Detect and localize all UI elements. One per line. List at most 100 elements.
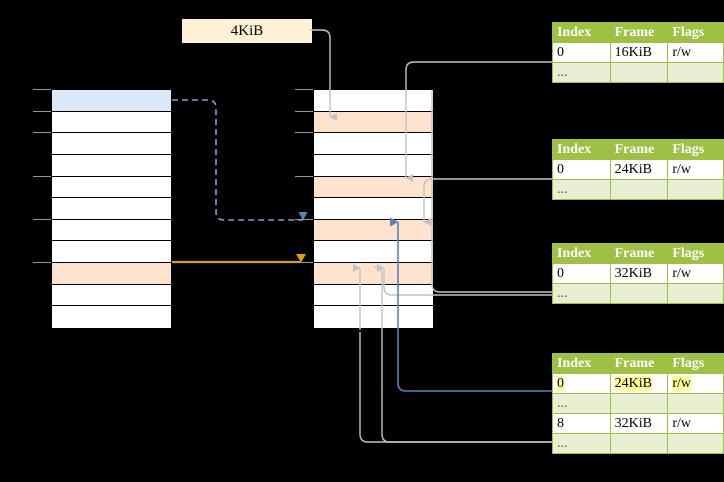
table-cell: r/w [667,263,724,284]
memory-tick [295,176,313,177]
table-cell [667,283,724,304]
table-cell [667,179,724,200]
memory-cell [314,241,433,263]
table-cell: 0 [552,373,611,394]
memory-tick [295,262,313,263]
table-cell: ... [552,433,611,454]
column-header-frame: Frame [609,353,669,374]
table-cell [609,393,669,414]
memory-cell [314,176,433,199]
physical-memory-stack [313,89,434,329]
memory-tick [33,132,51,133]
column-header-index: Index [552,139,611,160]
table-cell: 32KiB [609,413,669,434]
table-cell [609,179,669,200]
table-cell: 24KiB [609,373,669,394]
memory-cell [52,241,171,263]
memory-cell [52,176,171,199]
column-header-flags: Flags [667,243,724,264]
virtual-address-space-stack [51,89,172,329]
memory-tick [295,219,313,220]
table-cell: ... [552,393,611,414]
memory-cell [52,90,171,112]
memory-cell [314,306,433,328]
memory-cell [52,263,171,285]
memory-tick [33,219,51,220]
memory-cell [52,154,171,177]
table-row: ... [552,433,724,454]
table-cell: 0 [552,42,611,63]
table-cell [667,62,724,83]
memory-cell [52,198,171,220]
memory-tick [33,89,51,90]
memory-tick [295,89,313,90]
memory-cell [52,133,171,155]
memory-tick [33,176,51,177]
memory-tick [295,132,313,133]
memory-cell [52,219,171,242]
memory-cell [314,90,433,112]
table-cell: r/w [667,159,724,180]
table-row: ... [552,393,724,414]
column-header-frame: Frame [609,22,669,43]
wire-frame1-to-table3 [431,90,552,293]
table-cell: 32KiB [609,263,669,284]
table-cell [667,433,724,454]
memory-tick [33,262,51,263]
memory-cell [52,306,171,328]
column-header-index: Index [552,353,611,374]
column-header-flags: Flags [667,22,724,43]
table-cell: ... [552,62,611,83]
page-size-label: 4KiB [182,19,312,43]
column-header-frame: Frame [609,139,669,160]
wire-virtual-page-to-frame6 [172,99,308,221]
table-row: ... [552,179,724,200]
memory-cell [314,284,433,307]
memory-cell [314,154,433,177]
table-cell: 0 [552,159,611,180]
wire-table2-to-frame6 [423,178,552,226]
column-header-flags: Flags [667,139,724,160]
column-header-index: Index [552,22,611,43]
memory-cell [314,133,433,155]
table-cell: 8 [552,413,611,434]
memory-cell [314,219,433,242]
memory-cell [314,198,433,220]
memory-cell [52,284,171,307]
column-header-index: Index [552,243,611,264]
table-cell: 24KiB [609,159,669,180]
table-cell: ... [552,283,611,304]
table-cell: r/w [667,413,724,434]
memory-cell [314,263,433,285]
memory-cell [52,111,171,134]
table-cell: ... [552,179,611,200]
table-cell [667,393,724,414]
memory-tick [295,111,313,112]
table-cell [609,62,669,83]
table-row: ... [552,283,724,304]
column-header-flags: Flags [667,353,724,374]
table-cell: r/w [667,373,724,394]
memory-tick [33,111,51,112]
table-cell: 0 [552,263,611,284]
memory-cell [314,111,433,134]
column-header-frame: Frame [609,243,669,264]
table-cell: 16KiB [609,42,669,63]
table-cell [609,433,669,454]
table-cell: r/w [667,42,724,63]
table-row: ... [552,62,724,83]
table-cell [609,283,669,304]
